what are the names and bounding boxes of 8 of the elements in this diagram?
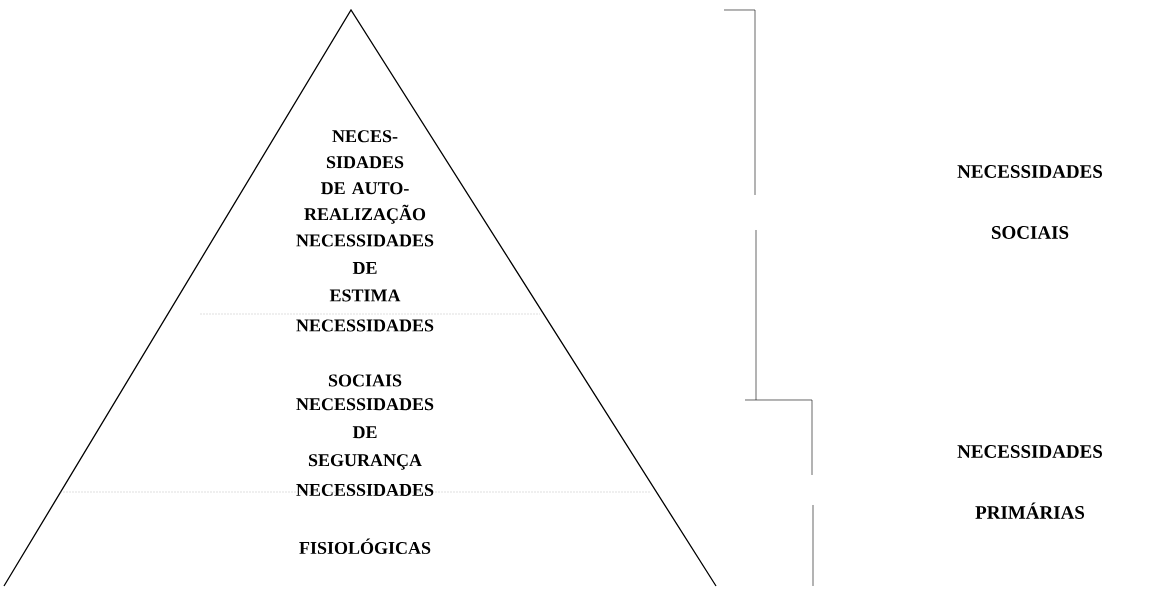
layer-label: NECESSIDADES DE ESTIMA: [296, 234, 434, 302]
group-label: NECESSIDADES PRIMÁRIAS: [957, 445, 1103, 519]
layer-label: NECESSIDADES SOCIAIS: [296, 319, 434, 387]
pyramid: [3, 8, 717, 587]
group-label: NECESSIDADES SOCIAIS: [957, 165, 1103, 239]
layer-label: NECESSIDADES FISIOLÓGICAS: [296, 483, 434, 555]
layer-label: NECES- SIDADES DE AUTO- REALIZAÇÃO: [304, 130, 426, 224]
layer-label: NECESSIDADES DE SEGURANÇA: [296, 398, 434, 470]
